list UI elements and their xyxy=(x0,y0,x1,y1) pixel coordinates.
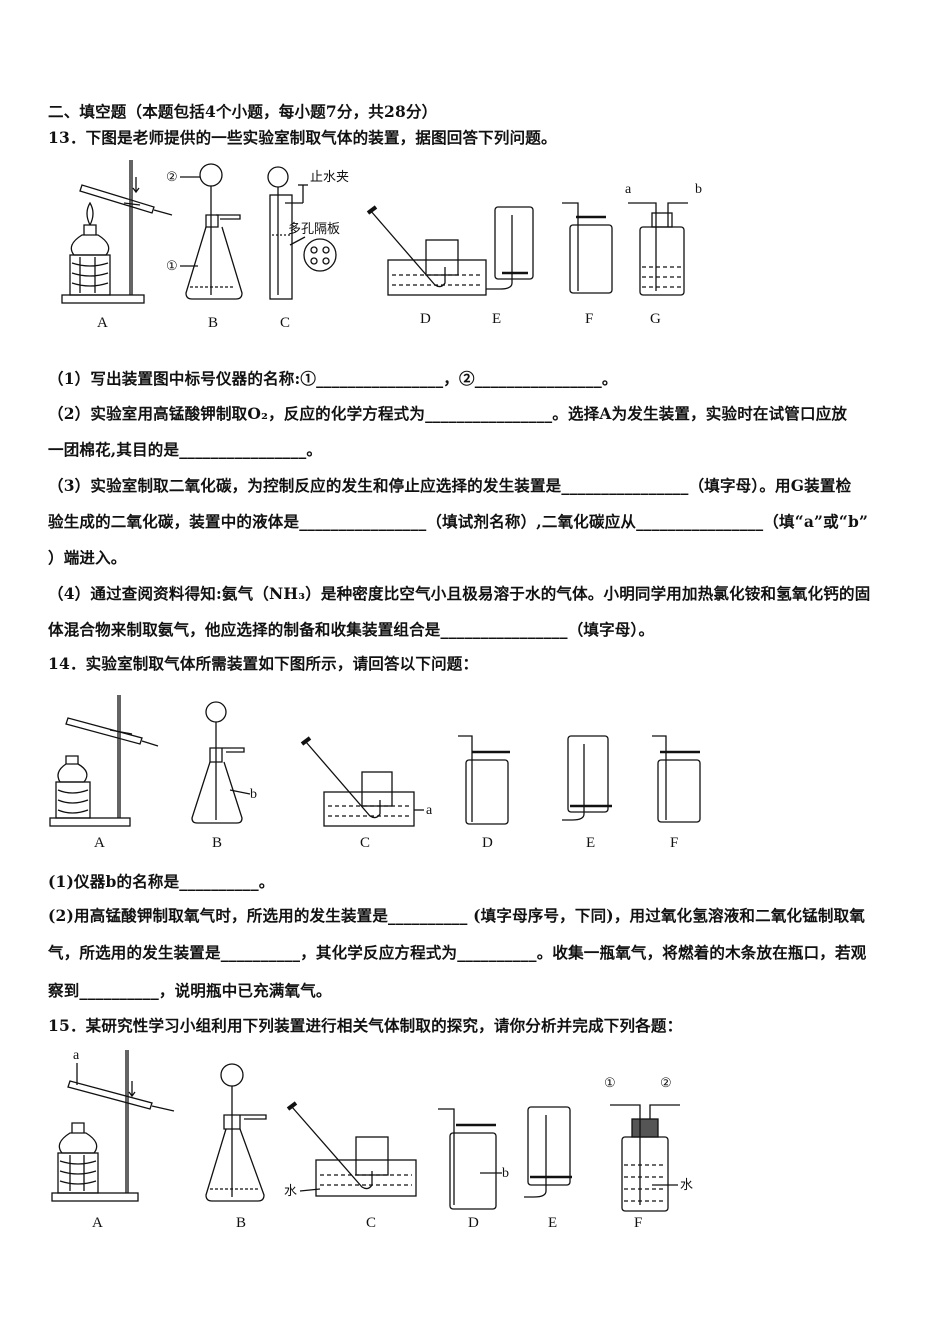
label-b: b xyxy=(695,182,702,197)
apparatus-f xyxy=(562,202,613,294)
q14-part2-line2: 气，所选用的发生装置是__________，其化学反应方程式为_________… xyxy=(48,943,867,962)
fig13-label-b: B xyxy=(208,315,218,331)
fig14-label-c: C xyxy=(360,835,370,851)
apparatus-d xyxy=(458,735,510,825)
apparatus-a xyxy=(49,695,159,827)
label-clamp: 止水夹 xyxy=(310,169,349,184)
fig13-label-a: A xyxy=(97,315,108,331)
apparatus-e xyxy=(524,1106,572,1198)
q13-part3-line2: 验生成的二氧化碳，装置中的液体是________________（填试剂名称）,… xyxy=(48,512,869,531)
label-a: a xyxy=(426,803,433,818)
label-water2: 水 xyxy=(680,1177,693,1192)
q13-part4-line2: 体混合物来制取氨气，他应选择的制备和收集装置组合是_______________… xyxy=(48,620,655,639)
q13-part3-line3: ）端进入。 xyxy=(48,548,127,567)
q14-figure: b a A B C D E F xyxy=(40,690,740,859)
label-b: b xyxy=(502,1166,509,1181)
fig15-label-b: B xyxy=(236,1215,246,1231)
fig15-label-e: E xyxy=(548,1215,557,1231)
q14-part2-line3: 察到__________，说明瓶中已充满氧气。 xyxy=(48,981,332,1000)
fig14-label-a: A xyxy=(94,835,105,851)
apparatus-c: 水 xyxy=(284,1101,417,1198)
fig13-label-d: D xyxy=(420,311,431,327)
apparatus-b: ② ① xyxy=(166,163,243,300)
q13-part2-line2: 一团棉花,其目的是________________。 xyxy=(48,440,323,459)
q15-stem: 15．某研究性学习小组利用下列装置进行相关气体制取的探究，请你分析并完成下列各题… xyxy=(48,1016,683,1035)
fig13-label-g: G xyxy=(650,311,661,327)
label-m2: ② xyxy=(660,1075,672,1090)
label-plate: 多孔隔板 xyxy=(288,221,340,236)
label-mark2: ② xyxy=(166,169,178,184)
fig14-label-f: F xyxy=(670,835,678,851)
apparatus-d xyxy=(366,205,487,296)
q14-part1: (1)仪器b的名称是__________。 xyxy=(48,872,275,891)
q13-part3-line1: （3）实验室制取二氧化碳，为控制反应的发生和停止应选择的发生装置是_______… xyxy=(48,476,852,495)
fig15-label-d: D xyxy=(468,1215,479,1231)
q13-part4-line1: （4）通过查阅资料得知:氨气（NH₃）是种密度比空气小且极易溶于水的气体。小明同… xyxy=(48,584,871,603)
apparatus-f: ① ② 水 xyxy=(604,1075,693,1212)
fig13-label-c: C xyxy=(280,315,290,331)
label-a: a xyxy=(625,182,632,197)
q13-part1: （1）写出装置图中标号仪器的名称:①________________，②____… xyxy=(48,369,618,388)
q13-part2-line1: （2）实验室用高锰酸钾制取O₂，反应的化学方程式为_______________… xyxy=(48,404,848,423)
fig13-label-f: F xyxy=(585,311,593,327)
apparatus-g: a b xyxy=(625,182,702,296)
apparatus-b: b xyxy=(191,701,257,824)
apparatus-b xyxy=(205,1063,267,1202)
apparatus-c: 止水夹 多孔隔板 xyxy=(267,166,349,300)
label-mark1: ① xyxy=(166,258,178,273)
apparatus-d: b xyxy=(438,1108,509,1210)
label-m1: ① xyxy=(604,1075,616,1090)
apparatus-f xyxy=(652,735,701,823)
q14-stem: 14．实验室制取气体所需装置如下图所示，请回答以下问题： xyxy=(48,654,479,673)
fig15-label-c: C xyxy=(366,1215,376,1231)
label-water1: 水 xyxy=(284,1183,297,1198)
fig15-label-a: A xyxy=(92,1215,103,1231)
apparatus-a: a xyxy=(51,1048,175,1202)
label-b: b xyxy=(250,787,257,802)
fig14-label-e: E xyxy=(586,835,595,851)
q14-part2-line1: (2)用高锰酸钾制取氧气时，所选用的发生装置是__________ (填字母序号… xyxy=(48,906,866,925)
q13-figure: ② ① 止水夹 多孔隔板 xyxy=(40,155,920,344)
q13-stem: 13．下图是老师提供的一些实验室制取气体的装置，据图回答下列问题。 xyxy=(48,128,557,147)
q15-figure: a 水 b ① ② xyxy=(40,1045,740,1239)
fig15-label-f: F xyxy=(634,1215,642,1231)
apparatus-e xyxy=(562,735,612,821)
fig14-label-b: B xyxy=(212,835,222,851)
apparatus-e xyxy=(486,206,534,290)
apparatus-c: a xyxy=(300,736,433,827)
apparatus-a xyxy=(61,160,173,304)
label-a: a xyxy=(73,1048,80,1063)
section-header: 二、填空题（本题包括4个小题，每小题7分，共28分） xyxy=(48,102,438,121)
fig14-label-d: D xyxy=(482,835,493,851)
fig13-label-e: E xyxy=(492,311,501,327)
